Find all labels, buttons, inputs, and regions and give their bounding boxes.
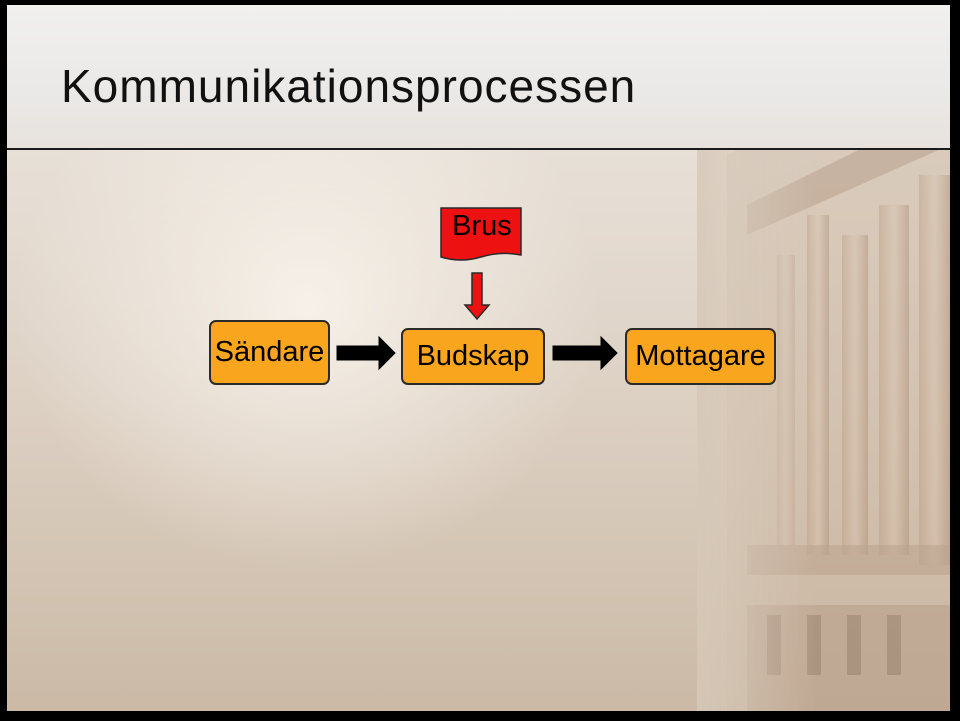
arrow-sender-to-message (336, 335, 396, 371)
slide: Kommunikationsprocessen Brus Sändare Bud… (7, 5, 950, 711)
receiver-box: Mottagare (625, 328, 776, 385)
background-building-image (697, 45, 950, 711)
noise-document-shape (440, 207, 522, 261)
sender-label: Sändare (214, 336, 325, 368)
noise-down-arrow (463, 272, 491, 321)
receiver-label: Mottagare (635, 340, 766, 372)
diagram-shapes (336, 207, 618, 371)
title-band (7, 5, 950, 148)
arrow-message-to-receiver (552, 335, 618, 371)
page-title: Kommunikationsprocessen (61, 60, 637, 112)
sender-box: Sändare (209, 320, 330, 385)
title-divider (7, 148, 950, 150)
noise-label: Brus (452, 209, 512, 242)
message-label: Budskap (416, 340, 530, 372)
message-box: Budskap (401, 328, 545, 385)
